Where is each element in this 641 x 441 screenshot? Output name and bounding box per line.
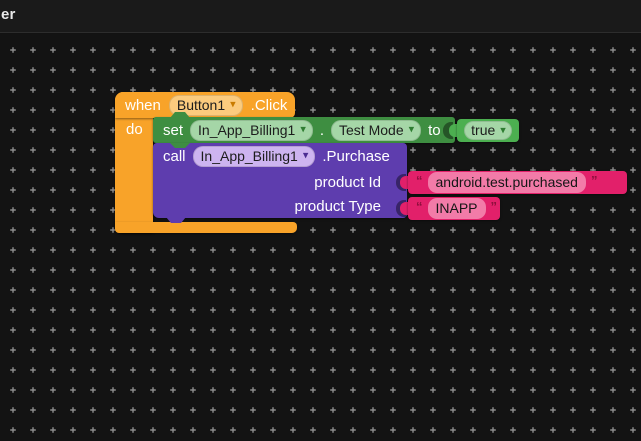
chevron-down-icon: ▾ bbox=[500, 124, 506, 136]
set-component-label: In_App_Billing1 bbox=[198, 121, 296, 138]
set-component-dropdown[interactable]: In_App_Billing1 ▾ bbox=[190, 119, 313, 141]
string-field-product-type[interactable]: INAPP bbox=[427, 198, 486, 219]
true-label: true bbox=[471, 122, 496, 138]
when-block[interactable]: when Button1 ▾ .Click bbox=[115, 92, 295, 118]
event-component-label: Button1 bbox=[176, 96, 226, 113]
chevron-down-icon: ▾ bbox=[230, 98, 236, 111]
true-dropdown[interactable]: true ▾ bbox=[464, 121, 512, 140]
set-keyword: set bbox=[163, 121, 184, 139]
call-component-label: In_App_Billing1 bbox=[200, 147, 298, 164]
string-field-product-id[interactable]: android.test.purchased bbox=[427, 172, 586, 193]
call-block-bottom-connector bbox=[166, 217, 186, 223]
call-header-row: call In_App_Billing1 ▾ .Purchase bbox=[153, 143, 407, 169]
dot-separator: . bbox=[319, 121, 325, 139]
event-name-label: .Click bbox=[250, 96, 288, 114]
blocks-canvas[interactable] bbox=[0, 34, 641, 441]
grid-pattern bbox=[0, 34, 641, 441]
to-label: to bbox=[428, 121, 441, 139]
viewer-header: er bbox=[0, 0, 641, 33]
open-quote: “ bbox=[416, 199, 423, 214]
set-property-label: Test Mode bbox=[339, 121, 404, 138]
call-component-dropdown[interactable]: In_App_Billing1 ▾ bbox=[192, 145, 316, 167]
chevron-down-icon: ▾ bbox=[302, 149, 309, 162]
set-block-bottom-connector bbox=[170, 143, 190, 148]
chevron-down-icon: ▾ bbox=[300, 123, 306, 136]
call-method-block[interactable]: call In_App_Billing1 ▾ .Purchase product… bbox=[153, 143, 407, 218]
string-block-connector bbox=[400, 202, 410, 215]
param-label-product-id: product Id bbox=[314, 173, 381, 191]
set-property-dropdown[interactable]: Test Mode ▾ bbox=[331, 119, 422, 141]
when-keyword: when bbox=[125, 96, 161, 114]
close-quote: ” bbox=[490, 199, 498, 214]
set-property-block[interactable]: set In_App_Billing1 ▾ . Test Mode ▾ to bbox=[153, 117, 455, 143]
method-name-label: .Purchase bbox=[322, 147, 390, 165]
when-block-footer[interactable] bbox=[115, 222, 297, 233]
string-block-connector bbox=[400, 176, 410, 189]
true-logic-block[interactable]: true ▾ bbox=[457, 119, 519, 142]
do-label: do bbox=[126, 121, 143, 138]
param-row-product-id: product Id bbox=[153, 169, 407, 195]
close-quote: ” bbox=[590, 173, 598, 188]
event-component-dropdown[interactable]: Button1 ▾ bbox=[168, 94, 243, 116]
string-block-product-id[interactable]: “ android.test.purchased ” bbox=[408, 171, 627, 194]
string-block-product-type[interactable]: “ INAPP ” bbox=[408, 197, 500, 220]
chevron-down-icon: ▾ bbox=[408, 123, 415, 136]
viewer-header-title: er bbox=[1, 6, 16, 23]
open-quote: “ bbox=[416, 173, 423, 188]
call-keyword: call bbox=[163, 147, 186, 165]
param-label-product-type: product Type bbox=[294, 198, 381, 215]
param-row-product-type: product Type bbox=[153, 195, 407, 218]
set-block-top-connector bbox=[170, 112, 190, 118]
value-socket bbox=[443, 122, 453, 139]
true-block-connector bbox=[449, 124, 459, 137]
